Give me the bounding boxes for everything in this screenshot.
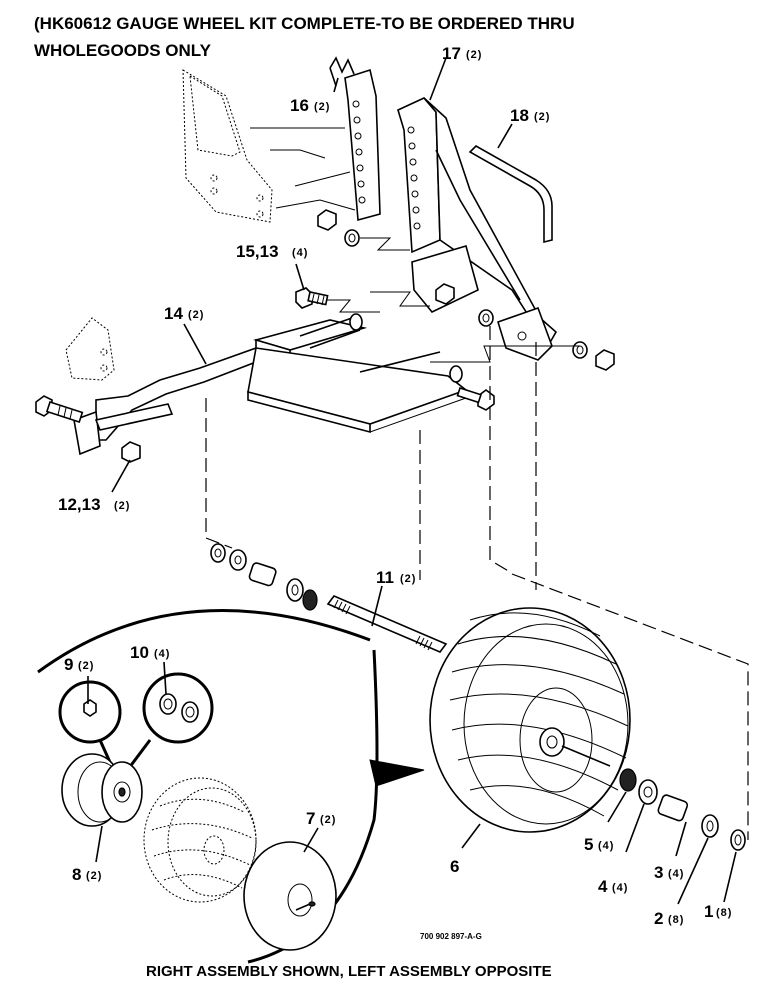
inset-part-10 <box>98 672 214 781</box>
svg-text:(4): (4) <box>154 648 170 660</box>
svg-text:(2): (2) <box>188 309 204 321</box>
callout-15-13: 15,13 (4) <box>236 242 308 261</box>
svg-text:(2): (2) <box>86 870 102 882</box>
callout-11: 11 (2) <box>376 568 416 587</box>
part-6-wheel-and-tire <box>429 607 631 833</box>
part-15-bolt <box>295 287 329 309</box>
callout-4: 4 (4) <box>598 877 628 896</box>
svg-text:(4): (4) <box>612 882 628 894</box>
title-line-1: (HK60612 GAUGE WHEEL KIT COMPLETE-TO BE … <box>34 14 575 33</box>
drawing-number: 700 902 897-A-G <box>420 932 482 941</box>
callout-12-13: 12,13 (2) <box>58 495 130 514</box>
svg-text:10: 10 <box>130 643 149 662</box>
svg-text:4: 4 <box>598 877 608 896</box>
inset-part-9 <box>58 680 122 744</box>
callout-7: 7 (2) <box>306 809 336 828</box>
callout-14: 14 (2) <box>164 304 204 323</box>
svg-text:16: 16 <box>290 96 309 115</box>
svg-text:(4): (4) <box>292 247 308 259</box>
assembly-caption: RIGHT ASSEMBLY SHOWN, LEFT ASSEMBLY OPPO… <box>146 963 552 980</box>
callout-3: 3 (4) <box>654 863 684 882</box>
svg-text:11: 11 <box>376 568 394 587</box>
svg-text:1: 1 <box>704 902 713 921</box>
callout-1: 1 (8) <box>704 902 732 921</box>
part-7-inner-tube <box>243 841 337 951</box>
svg-text:12,13: 12,13 <box>58 495 101 514</box>
svg-text:(4): (4) <box>598 840 614 852</box>
callout-10: 10 (4) <box>130 643 170 662</box>
svg-text:(8): (8) <box>716 907 732 919</box>
svg-text:7: 7 <box>306 809 315 828</box>
part-16-spring-pin <box>329 56 355 87</box>
callout-5: 5 (4) <box>584 835 614 854</box>
callout-leader-lines <box>87 57 737 905</box>
svg-text:(2): (2) <box>534 111 550 123</box>
callout-16: 16 (2) <box>290 96 330 115</box>
callout-2: 2 (8) <box>654 909 684 928</box>
svg-text:3: 3 <box>654 863 663 882</box>
svg-text:6: 6 <box>450 857 459 876</box>
svg-text:(2): (2) <box>114 500 130 512</box>
title-line-2: WHOLEGOODS ONLY <box>34 41 212 60</box>
callout-17: 17 (2) <box>442 44 482 63</box>
callout-18: 18 (2) <box>510 106 550 125</box>
part-18-handle-rod <box>468 145 553 244</box>
alignment-guides-upper <box>250 127 356 211</box>
alignment-guides-middle <box>320 237 580 363</box>
svg-text:8: 8 <box>72 865 81 884</box>
part-11-axle-shaft <box>326 595 448 653</box>
svg-text:(4): (4) <box>668 868 684 880</box>
svg-text:2: 2 <box>654 909 663 928</box>
svg-text:14: 14 <box>164 304 183 323</box>
dotted-tire-reference <box>143 777 257 903</box>
svg-text:9: 9 <box>64 655 73 674</box>
svg-text:15,13: 15,13 <box>236 242 279 261</box>
assembly-guide-lines <box>205 326 749 840</box>
callout-9: 9 (2) <box>64 655 94 674</box>
svg-text:(2): (2) <box>466 49 482 61</box>
axle-outer-spacer-stack <box>619 768 746 851</box>
callout-8: 8 (2) <box>72 865 102 884</box>
part-14-axle-frame <box>65 313 468 456</box>
svg-text:18: 18 <box>510 106 529 125</box>
callout-6: 6 <box>450 857 459 876</box>
svg-text:(8): (8) <box>668 914 684 926</box>
svg-text:(2): (2) <box>78 660 94 672</box>
mounting-plate-reference <box>182 69 273 223</box>
svg-text:(2): (2) <box>400 573 416 585</box>
svg-text:17: 17 <box>442 44 461 63</box>
part-17-gauge-wheel-arm <box>397 97 558 361</box>
svg-text:(2): (2) <box>314 101 330 113</box>
part-8-wheel-rim <box>61 753 143 827</box>
svg-text:(2): (2) <box>320 814 336 826</box>
part-12-bolt <box>35 395 141 463</box>
part-16-adjustment-plate <box>344 68 381 222</box>
axle-inner-spacer-stack <box>210 543 318 611</box>
svg-text:5: 5 <box>584 835 593 854</box>
